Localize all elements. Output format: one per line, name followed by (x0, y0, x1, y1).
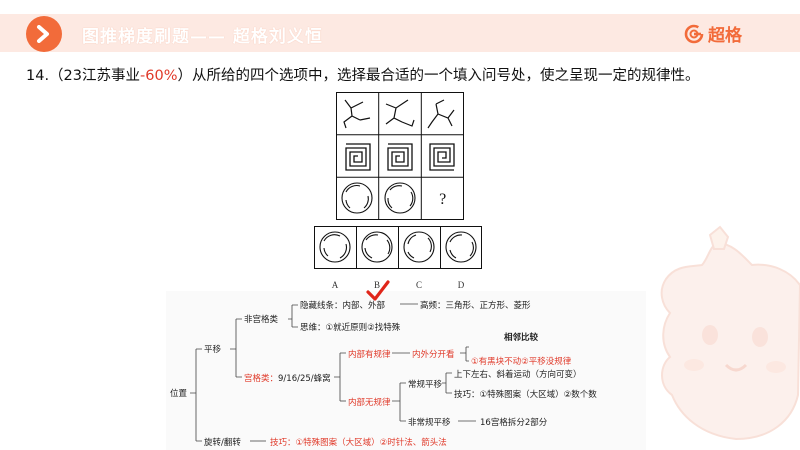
mindmap-gongge16: 16宫格拆分2部分 (480, 418, 548, 428)
puzzle-grid: ? (336, 92, 464, 220)
page-title: 图推梯度刷题—— 超格刘义恒 (82, 27, 323, 47)
answer-checkmark-icon (366, 280, 390, 301)
brand-name: 超格 (708, 26, 742, 46)
answer-options: A B C D (314, 226, 482, 290)
branch-figure (427, 99, 455, 129)
mindmap-neiwai: 内外分开看 (412, 350, 455, 360)
mindmap-xianglin: 相邻比较 (504, 333, 539, 343)
option-b-label: B (374, 280, 380, 290)
option-c-figure (403, 231, 435, 263)
mindmap-gongge: 宫格类：9/16/25/蜂窝 (244, 374, 331, 384)
mindmap-xuanzhuan: 旋转/翻转 (204, 438, 241, 448)
branch-figure (343, 99, 371, 129)
branch-figure (385, 99, 415, 127)
option-d-label: D (458, 280, 465, 290)
accuracy-rate: -60% (140, 68, 178, 84)
question-text: 14.（23江苏事业-60%）从所给的四个选项中，选择最合适的一个填入问号处，使… (26, 64, 699, 85)
circle-arc-figure (384, 182, 416, 214)
brand-logo: 超格 (684, 21, 742, 46)
mindmap-changgui: 常规平移 (408, 380, 443, 390)
circle-arc-figure (341, 182, 373, 214)
mindmap-gaopin: 高频：三角形、正方形、菱形 (420, 301, 531, 311)
mindmap-xianglin-detail: ①有黑块不动②平移没规律 (471, 357, 572, 367)
mindmap-xuanzhuan-tip: 技巧：①特殊图案（大区域）②时针法、箭头法 (270, 438, 447, 448)
header: 图推梯度刷题—— 超格刘义恒 超格 (0, 0, 800, 60)
spiral-square-figure (429, 143, 455, 171)
mindmap-root: 位置 (170, 389, 188, 399)
option-b-figure (361, 231, 393, 263)
option-a-label: A (332, 280, 339, 290)
chevron-right-icon (26, 16, 62, 52)
question-prefix: 14.（23江苏事业 (26, 68, 141, 84)
mindmap-fei-gongge: 非宫格类 (244, 315, 279, 325)
mindmap-shangxia: 上下左右、斜着运动（方向可变） (454, 370, 582, 380)
mindmap-connectors (190, 303, 476, 442)
option-c-label: C (416, 280, 422, 290)
missing-mark: ? (439, 191, 446, 208)
mindmap-neibu-wu: 内部无规律 (348, 398, 391, 408)
header-bar (0, 14, 800, 52)
brand-g-icon (684, 24, 704, 43)
mindmap-feichanggui: 非常规平移 (408, 418, 451, 428)
spiral-square-figure (387, 143, 413, 171)
mindmap-neibu-you: 内部有规律 (348, 350, 391, 360)
mindmap-siwei: 思维：①就近原则②找特殊 (300, 323, 401, 333)
mindmap-yincang: 隐藏线条：内部、外部 (300, 301, 386, 311)
mascot-illustration (660, 225, 800, 441)
question-suffix: ）从所给的四个选项中，选择最合适的一个填入问号处，使之呈现一定的规律性。 (177, 68, 700, 84)
mindmap-jiqiao: 技巧：①特殊图案（大区域）②数个数 (454, 390, 597, 400)
option-d-figure (445, 231, 477, 263)
mindmap-pingyi: 平移 (204, 345, 222, 355)
mindmap-gongge-detail: 9/16/25/蜂窝 (278, 374, 331, 384)
spiral-square-figure (345, 143, 371, 171)
option-a-figure (319, 231, 351, 263)
knowledge-mindmap: 位置 平移 非宫格类 隐藏线条：内部、外部 高频：三角形、正方形、菱形 思维：①… (166, 291, 646, 450)
